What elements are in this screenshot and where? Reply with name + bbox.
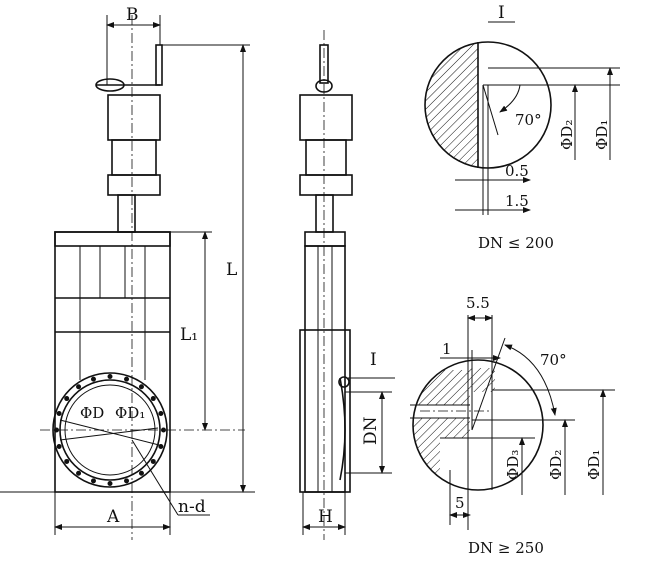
side-view: I DN H	[299, 30, 395, 540]
flange-bolt-hole	[107, 481, 113, 486]
dim-b-label: B	[126, 5, 139, 25]
flange-bolt-hole	[138, 384, 144, 390]
detail-small-dim-05: 0.5	[505, 162, 529, 180]
flange-bolt-hole	[158, 410, 164, 416]
detail-large-phi-d2: ΦD₂	[547, 450, 565, 480]
dim-h-label: H	[318, 507, 333, 527]
flange-bolt-hole	[124, 376, 130, 382]
flange-bolt-hole	[64, 458, 70, 464]
detail-small-angle: 70°	[515, 111, 542, 129]
flange-bolt-hole	[90, 478, 96, 484]
detail-large-dim-5: 5	[455, 494, 465, 512]
detail-small-dim-15: 1.5	[505, 192, 529, 210]
front-view: B L L₁ ΦD ΦD₁ n-d A	[0, 5, 255, 540]
detail-large-caption: DN ≥ 250	[468, 539, 544, 557]
dim-phi-d1-label: ΦD₁	[115, 404, 145, 422]
detail-dn-200: I 70° ΦD₂ ΦD₁ 0.5 1.5 DN ≤ 200	[424, 3, 620, 252]
dim-nd-label: n-d	[178, 497, 206, 517]
flange-bolt-hole	[90, 376, 96, 382]
flange-bolt-hole	[150, 396, 156, 402]
flange-bolt-hole	[54, 427, 59, 433]
flange-bolt-hole	[56, 410, 62, 416]
detail-large-phi-d1: ΦD₁	[585, 450, 603, 480]
flange-bolt-hole	[107, 374, 113, 379]
flange-bolt-hole	[64, 396, 70, 402]
flange-bolt-hole	[76, 470, 82, 476]
detail-large-phi-d3: ΦD₃	[504, 450, 522, 480]
detail-large-dim-55: 5.5	[466, 294, 490, 312]
dim-l1-label: L₁	[180, 325, 198, 345]
flange-bolt-hole	[161, 427, 166, 433]
detail-title: I	[498, 3, 505, 23]
detail-ref-label: I	[370, 350, 377, 370]
detail-large-dim-1: 1	[442, 340, 452, 358]
flange-bolt-hole	[150, 458, 156, 464]
detail-small-phi-d2: ΦD₂	[558, 120, 576, 150]
dim-l-label: L	[226, 260, 237, 280]
dim-a-label: A	[106, 507, 120, 527]
flange-bolt-hole	[124, 478, 130, 484]
dim-phi-d-label: ΦD	[80, 404, 104, 422]
detail-large-angle: 70°	[540, 351, 567, 369]
detail-small-caption: DN ≤ 200	[478, 234, 554, 252]
detail-small-phi-d1: ΦD₁	[593, 120, 611, 150]
flange-bolt-hole	[138, 470, 144, 476]
dim-dn-label: DN	[361, 416, 381, 445]
flange-bolt-hole	[56, 444, 62, 450]
flange-bolt-hole	[76, 384, 82, 390]
detail-dn-250: 5.5 1 70° ΦD₃ ΦD₂ ΦD₁ 5 DN ≥ 250	[410, 294, 615, 557]
